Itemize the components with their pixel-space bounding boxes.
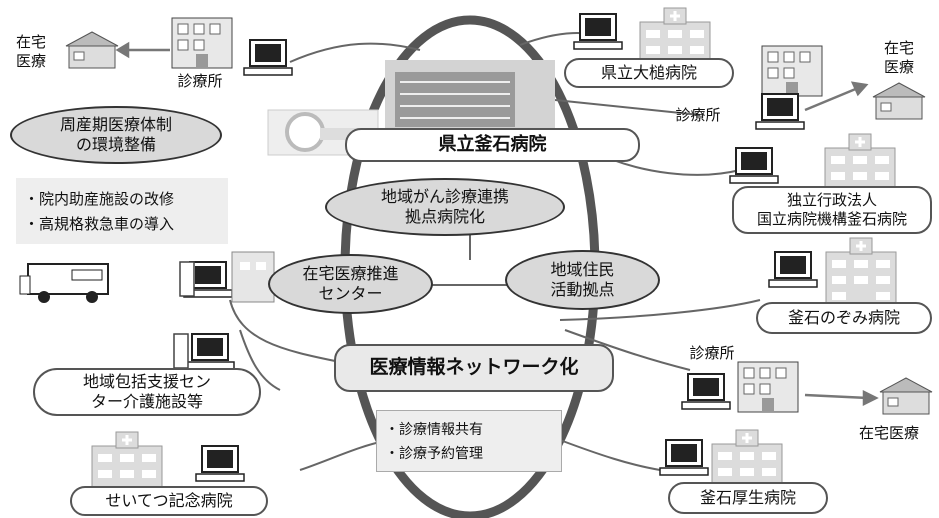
- main-hospital-illustration: [385, 60, 555, 140]
- clinic-building-icon: [761, 45, 823, 97]
- network-label: 医療情報ネットワーク化: [334, 344, 614, 392]
- computer-icon: [729, 147, 779, 184]
- house-icon: [872, 82, 926, 120]
- hospital-improvements-box: ・院内助産施設の改修 ・高規格救急車の導入: [16, 178, 228, 244]
- computer-tower-icon: [173, 333, 189, 369]
- computer-icon: [195, 445, 245, 482]
- kosei-hospital-label: 釜石厚生病院: [668, 482, 828, 514]
- cancer-hub-ellipse: 地域がん診療連携 拠点病院化: [325, 178, 565, 236]
- community-hub-ellipse: 地域住民 活動拠点: [505, 250, 660, 310]
- computer-tower-icon: [179, 261, 195, 297]
- computer-icon: [573, 13, 623, 50]
- improvement-item: ・院内助産施設の改修: [24, 190, 175, 208]
- computer-icon: [768, 251, 818, 288]
- clinic-label: 診療所: [675, 105, 721, 124]
- computer-icon: [185, 333, 235, 370]
- otsuchi-hospital-label: 県立大槌病院: [564, 58, 734, 88]
- house-icon: [879, 377, 933, 415]
- house-icon: [65, 31, 119, 69]
- main-hospital-label: 県立釜石病院: [345, 128, 640, 162]
- improvement-item: ・高規格救急車の導入: [24, 215, 175, 233]
- nozomi-hospital-label: 釜石のぞみ病院: [756, 302, 932, 334]
- computer-icon: [659, 439, 709, 476]
- ambulance-icon: [19, 263, 109, 303]
- computer-icon: [681, 373, 731, 410]
- network-item: ・診療情報共有: [385, 422, 483, 438]
- arrows: [115, 41, 879, 407]
- hospital-building-icon: [824, 236, 898, 309]
- home-care-label: 在宅医療: [858, 423, 919, 442]
- network-items-box: ・診療情報共有 ・診療予約管理: [376, 410, 562, 472]
- home-care-center-ellipse: 在宅医療推進 センター: [268, 254, 433, 314]
- computer-icon: [755, 93, 805, 130]
- clinic-building-icon: [737, 361, 799, 413]
- home-care-label: 在宅 医療: [15, 33, 46, 70]
- care-center-label: 地域包括支援セン ター介護施設等: [33, 368, 261, 416]
- clinic-building-icon: [171, 17, 233, 69]
- home-care-label: 在宅 医療: [883, 39, 914, 76]
- clinic-label: 診療所: [689, 343, 735, 362]
- national-hospital-label: 独立行政法人 国立病院機構釜石病院: [732, 186, 932, 234]
- computer-icon: [243, 39, 293, 76]
- seitetsu-hospital-label: せいてつ記念病院: [70, 486, 268, 516]
- network-item: ・診療予約管理: [385, 446, 483, 462]
- clinic-label: 診療所: [177, 71, 223, 90]
- home-care-center-building-icon: [231, 251, 275, 303]
- perinatal-ellipse: 周産期医療体制 の環境整備: [10, 106, 222, 164]
